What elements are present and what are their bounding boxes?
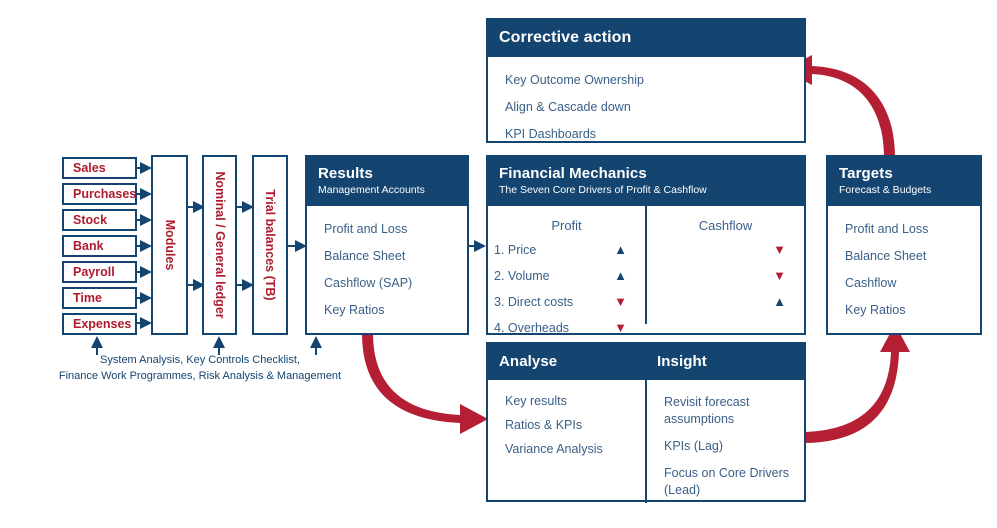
panel-results-body: Profit and Loss Balance Sheet Cashflow (… <box>307 206 467 334</box>
results-item[interactable]: Profit and Loss <box>324 221 408 236</box>
panel-targets-body: Profit and Loss Balance Sheet Cashflow K… <box>828 206 980 334</box>
panel-fm-subtitle: The Seven Core Drivers of Profit & Cashf… <box>499 184 707 197</box>
panel-insight-title: Insight <box>657 353 707 370</box>
fm-cashflow-row: ▼ <box>647 237 804 263</box>
analyse-item[interactable]: Ratios & KPIs <box>505 418 583 433</box>
module-label: Purchases <box>73 187 137 201</box>
triangle-down-icon: ▼ <box>614 294 627 310</box>
panel-corrective-header: Corrective action <box>488 20 804 58</box>
panel-targets-subtitle: Forecast & Budgets <box>839 184 932 197</box>
panel-results-title: Results <box>318 165 373 182</box>
fm-driver-label: 4. Overheads <box>494 320 570 335</box>
fm-cashflow-row-empty <box>647 315 804 341</box>
panel-results-subtitle: Management Accounts <box>318 184 425 197</box>
fm-driver-label: 3. Direct costs <box>494 294 574 309</box>
insight-item[interactable]: Revisit forecast assumptions <box>664 395 750 427</box>
analyse-header-cell: Analyse <box>488 344 646 380</box>
panel-corrective-body: Key Outcome Ownership Align & Cascade do… <box>488 57 804 158</box>
caption-line-1: System Analysis, Key Controls Checklist, <box>100 354 300 366</box>
panel-analyse-insight-header: Analyse Insight <box>488 344 804 381</box>
triangle-down-icon: ▼ <box>773 268 786 284</box>
results-item[interactable]: Balance Sheet <box>324 248 406 263</box>
panel-targets[interactable]: Targets Forecast & Budgets Profit and Lo… <box>826 155 982 335</box>
module-label: Payroll <box>73 265 115 279</box>
panel-targets-header: Targets Forecast & Budgets <box>828 157 980 206</box>
triangle-up-icon: ▲ <box>614 242 627 258</box>
module-box-expenses[interactable]: Expenses <box>62 313 137 335</box>
stage-label-trial-balances: Trial balances (TB) <box>263 189 277 301</box>
fm-driver-row[interactable]: 3. Direct costs ▼ <box>488 289 645 315</box>
fm-cashflow-row: ▼ <box>647 263 804 289</box>
analyse-item[interactable]: Key results <box>505 394 567 409</box>
targets-item[interactable]: Profit and Loss <box>845 221 929 236</box>
process-caption: System Analysis, Key Controls Checklist,… <box>0 353 400 385</box>
insight-item[interactable]: KPIs (Lag) <box>664 439 724 453</box>
insight-header-cell: Insight <box>646 344 804 380</box>
stage-box-trial-balances[interactable]: Trial balances (TB) <box>252 155 288 335</box>
fm-driver-row[interactable]: 4. Overheads ▼ <box>488 315 645 341</box>
fm-driver-label: 2. Volume <box>494 268 550 283</box>
fm-cashflow-header: Cashflow <box>698 217 753 233</box>
triangle-down-icon: ▼ <box>614 320 627 336</box>
panel-fm-header: Financial Mechanics The Seven Core Drive… <box>488 157 804 206</box>
targets-item[interactable]: Key Ratios <box>845 302 906 317</box>
panel-analyse-title: Analyse <box>499 353 558 370</box>
triangle-up-icon: ▲ <box>773 294 786 310</box>
module-box-time[interactable]: Time <box>62 287 137 309</box>
fm-driver-row[interactable]: 1. Price ▲ <box>488 237 645 263</box>
stage-box-modules[interactable]: Modules <box>151 155 188 335</box>
module-box-bank[interactable]: Bank <box>62 235 137 257</box>
fm-driver-row[interactable]: 2. Volume ▲ <box>488 263 645 289</box>
panel-targets-title: Targets <box>839 165 893 182</box>
panel-corrective-title: Corrective action <box>499 29 632 46</box>
module-box-stock[interactable]: Stock <box>62 209 137 231</box>
triangle-up-icon: ▲ <box>614 268 627 284</box>
panel-financial-mechanics[interactable]: Financial Mechanics The Seven Core Drive… <box>486 155 806 335</box>
panel-results[interactable]: Results Management Accounts Profit and L… <box>305 155 469 335</box>
caption-line-2: Finance Work Programmes, Risk Analysis &… <box>58 369 342 382</box>
panel-results-header: Results Management Accounts <box>307 157 467 206</box>
targets-item[interactable]: Balance Sheet <box>845 248 927 263</box>
corrective-item[interactable]: KPI Dashboards <box>505 127 597 142</box>
triangle-down-icon: ▼ <box>773 242 786 258</box>
panel-analyse-insight[interactable]: Analyse Insight Key results Ratios & KPI… <box>486 342 806 504</box>
analyse-item[interactable]: Variance Analysis <box>505 442 603 457</box>
stage-box-ledger[interactable]: Nominal / General ledger <box>202 155 237 335</box>
insight-column: Revisit forecast assumptions KPIs (Lag) … <box>645 380 804 504</box>
fm-cashflow-column: Cashflow ▼ ▼ ▲ <box>645 205 804 324</box>
module-label: Bank <box>73 239 104 253</box>
fm-cashflow-row: ▲ <box>647 289 804 315</box>
panel-corrective-action[interactable]: Corrective action Key Outcome Ownership … <box>486 18 806 143</box>
module-box-payroll[interactable]: Payroll <box>62 261 137 283</box>
module-box-sales[interactable]: Sales <box>62 157 137 179</box>
corrective-item[interactable]: Key Outcome Ownership <box>505 73 644 88</box>
results-item[interactable]: Cashflow (SAP) <box>324 275 413 290</box>
results-item[interactable]: Key Ratios <box>324 302 385 317</box>
panel-fm-body: Profit 1. Price ▲ 2. Volume ▲ 3. Direct … <box>488 205 804 335</box>
targets-item[interactable]: Cashflow <box>845 275 897 290</box>
fm-profit-header: Profit <box>551 217 582 233</box>
module-label: Time <box>73 291 102 305</box>
module-label: Expenses <box>73 317 132 331</box>
fm-driver-label: 1. Price <box>494 242 537 257</box>
corrective-item[interactable]: Align & Cascade down <box>505 100 631 115</box>
module-label: Sales <box>73 161 106 175</box>
panel-fm-title: Financial Mechanics <box>499 165 647 182</box>
analyse-column: Key results Ratios & KPIs Variance Analy… <box>488 380 645 503</box>
module-label: Stock <box>73 213 108 227</box>
arrow-insight-to-targets <box>805 324 910 443</box>
stage-label-ledger: Nominal / General ledger <box>212 171 227 319</box>
fm-profit-column: Profit 1. Price ▲ 2. Volume ▲ 3. Direct … <box>488 206 645 335</box>
insight-item[interactable]: Focus on Core Drivers (Lead) <box>664 465 790 497</box>
module-box-purchases[interactable]: Purchases <box>62 183 137 205</box>
panel-analyse-insight-body: Key results Ratios & KPIs Variance Analy… <box>488 380 804 504</box>
stage-label-modules: Modules <box>162 219 177 271</box>
